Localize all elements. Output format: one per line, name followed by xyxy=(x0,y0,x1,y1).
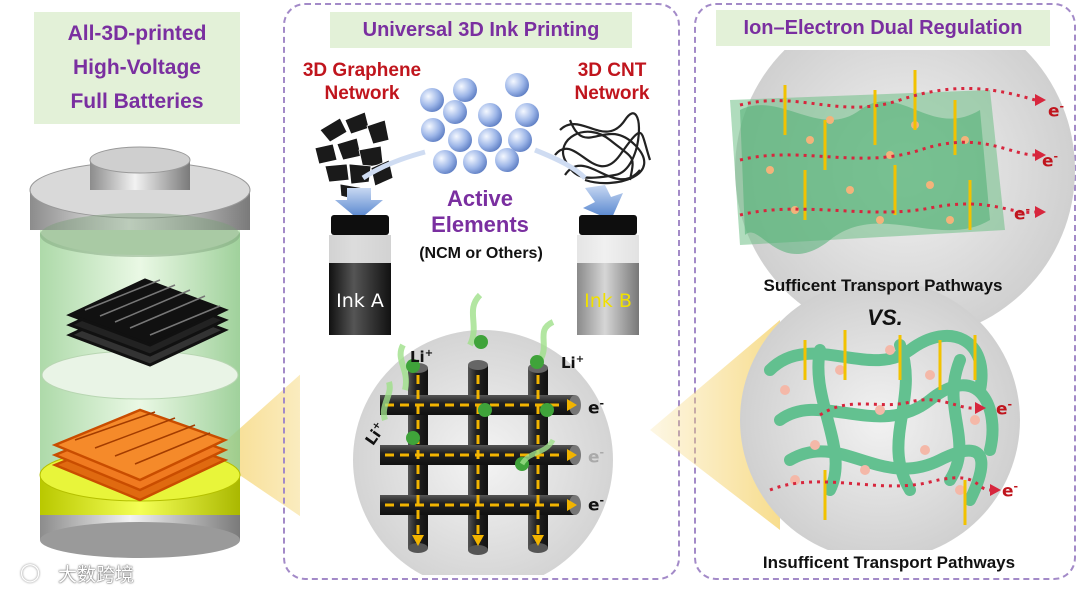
right-electron-label-2: e- xyxy=(1042,150,1058,172)
right-electron-3-charge: - xyxy=(1025,203,1031,216)
li-ion-label-top: Li+ xyxy=(410,348,433,366)
graphene-label: 3D Graphene Network xyxy=(294,59,430,105)
black-lattice xyxy=(66,278,229,367)
middle-panel xyxy=(283,3,680,580)
graphene-network xyxy=(314,111,394,201)
electron-3-charge: - xyxy=(599,494,605,507)
right-title: Ion–Electron Dual Regulation xyxy=(716,10,1050,46)
zoom-beam-left xyxy=(210,374,300,517)
ion-arrows-insufficient xyxy=(803,330,977,525)
right-electron-5-charge: - xyxy=(1013,480,1019,493)
active-element-particles xyxy=(420,73,539,174)
sufficient-foam xyxy=(730,90,1005,254)
li-ion-top-charge: + xyxy=(424,348,434,359)
zoom-beam-right xyxy=(650,320,780,530)
electron-2-symbol: e xyxy=(588,447,600,468)
active-elements-subtitle: (NCM or Others) xyxy=(419,245,543,262)
battery-illustration xyxy=(29,146,300,558)
li-ion-right-charge: + xyxy=(575,354,585,365)
right-electron-label-3: e- xyxy=(1014,203,1030,225)
right-electron-1-charge: - xyxy=(1059,100,1065,113)
cnt-label-line-2: Network xyxy=(574,83,650,104)
graphene-label-line-1: 3D Graphene xyxy=(302,60,422,81)
electron-lines-sufficient xyxy=(739,86,1036,217)
right-panel xyxy=(694,3,1076,580)
electron-2-charge: - xyxy=(599,446,605,459)
cnt-label-line-1: 3D CNT xyxy=(577,60,647,81)
active-elements-label: Active Elements xyxy=(410,186,550,238)
left-title-box: All-3D-printed High-Voltage Full Batteri… xyxy=(34,12,240,124)
right-electron-label-1: e- xyxy=(1048,100,1064,122)
right-electron-1-symbol: e xyxy=(1048,101,1060,122)
right-electron-4-symbol: e xyxy=(996,399,1008,420)
vs-label: VS. xyxy=(867,305,903,330)
right-electron-2-symbol: e xyxy=(1042,151,1054,172)
middle-title: Universal 3D Ink Printing xyxy=(330,12,632,48)
cnt-network xyxy=(554,112,652,185)
left-title-line-2: High-Voltage xyxy=(73,56,201,79)
electron-1-symbol: e xyxy=(588,398,600,419)
arrow-to-ink-a xyxy=(335,188,383,220)
ion-arrows-sufficient xyxy=(783,70,972,230)
right-electron-3-symbol: e xyxy=(1014,204,1026,225)
electron-label-2: e- xyxy=(588,446,604,468)
watermark-icon: ◯ xyxy=(20,562,41,582)
ink-a-label: Ink A xyxy=(336,290,384,312)
active-label-line-1: Active xyxy=(446,186,514,211)
cnt-label: 3D CNT Network xyxy=(557,59,667,105)
orange-lattice xyxy=(51,408,229,502)
left-title-line-3: Full Batteries xyxy=(70,90,204,113)
graphene-label-line-2: Network xyxy=(324,83,400,104)
electron-1-charge: - xyxy=(599,397,605,410)
transport-illustration xyxy=(650,50,1075,550)
left-title-line-1: All-3D-printed xyxy=(67,22,207,45)
ink-b-label: Ink B xyxy=(584,290,632,312)
electron-3-symbol: e xyxy=(588,495,600,516)
li-ion-label-right: Li+ xyxy=(561,354,584,372)
right-electron-label-4: e- xyxy=(996,398,1012,420)
electron-pathways xyxy=(385,375,565,535)
lithium-ions xyxy=(380,292,556,471)
right-electron-4-charge: - xyxy=(1007,398,1013,411)
right-electron-2-charge: - xyxy=(1053,150,1059,163)
watermark-text: 大数跨境 xyxy=(58,564,135,586)
right-electron-5-symbol: e xyxy=(1002,481,1014,502)
li-ion-top-symbol: Li xyxy=(410,348,425,366)
ink-illustration xyxy=(314,73,652,575)
electron-label-1: e- xyxy=(588,397,604,419)
electron-label-3: e- xyxy=(588,494,604,516)
insufficient-caption: Insufficent Transport Pathways xyxy=(762,553,1016,572)
li-ion-right-symbol: Li xyxy=(561,354,576,372)
right-electron-label-5: e- xyxy=(1002,480,1018,502)
battery-terminal xyxy=(89,146,191,174)
electron-lines-insufficient xyxy=(769,398,991,492)
active-label-line-2: Elements xyxy=(431,212,529,237)
arrow-to-ink-b xyxy=(583,185,623,220)
sufficient-caption: Sufficent Transport Pathways xyxy=(763,276,1003,295)
